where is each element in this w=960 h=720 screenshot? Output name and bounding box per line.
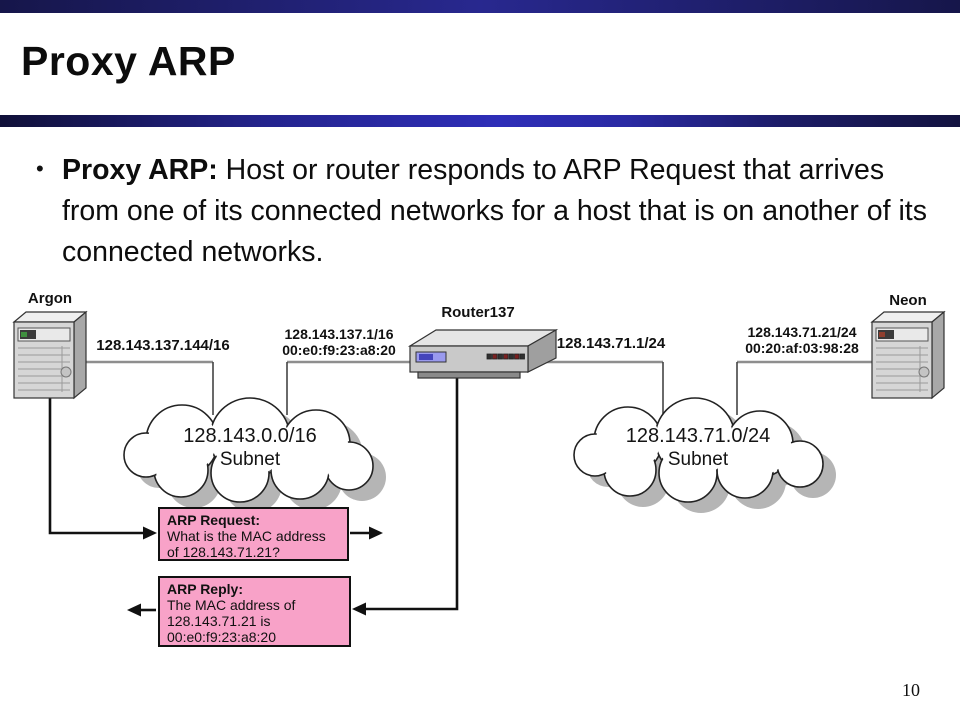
router-left-ip: 128.143.137.1/16 [284, 326, 394, 342]
argon-host-label: Argon [27, 290, 73, 307]
bullet-dot: • [36, 156, 44, 181]
arp-request-title: ARP Request: [167, 512, 261, 528]
arrowheads [127, 526, 383, 617]
bullet-body-text: Host or router responds to ARP Request t… [62, 154, 927, 268]
arp-reply-line1: The MAC address of [167, 597, 296, 613]
neon-mac: 00:20:af:03:98:28 [745, 340, 859, 356]
neon-host-label: Neon [889, 292, 927, 309]
top-accent-bar [0, 0, 960, 13]
page-number: 10 [902, 680, 920, 700]
arp-flow-lines [48, 378, 459, 612]
neon-ip: 128.143.71.21/24 [747, 324, 857, 340]
arp-request-line2: of 128.143.71.21? [167, 544, 280, 560]
router-right-interface-label: 128.143.71.1/24 [556, 335, 666, 352]
router-left-mac: 00:e0:f9:23:a8:20 [282, 342, 396, 358]
arp-reply-line2: 128.143.71.21 is [167, 613, 271, 629]
arp-reply-title: ARP Reply: [167, 581, 243, 597]
router-name-label: Router137 [441, 304, 515, 321]
neon-server-icon [870, 310, 946, 400]
right-subnet-prefix: 128.143.71.0/24 [625, 425, 771, 447]
title-divider-rule [0, 115, 960, 127]
right-subnet-word: Subnet [667, 449, 729, 470]
argon-server-icon [12, 310, 88, 400]
arrow-out-of-request-icon [369, 526, 383, 540]
bullet-paragraph: Proxy ARP: Host or router responds to AR… [62, 150, 930, 273]
left-subnet-prefix: 128.143.0.0/16 [183, 425, 317, 447]
left-cloud-fill [126, 400, 371, 500]
left-subnet-word: Subnet [219, 449, 281, 470]
arrow-into-request-icon [143, 526, 157, 540]
arp-request-line1: What is the MAC address [167, 528, 326, 544]
arrow-out-of-reply-icon [127, 603, 141, 617]
page-title: Proxy ARP [21, 38, 236, 84]
arrow-into-reply-icon [352, 602, 366, 616]
argon-interface-address-label: 128.143.137.144/16 [96, 337, 230, 354]
arp-reply-line3: 00:e0:f9:23:a8:20 [167, 629, 276, 645]
router137-icon [407, 328, 559, 379]
right-cloud-fill [576, 400, 821, 500]
cloud-connector-lines [212, 362, 738, 415]
bullet-lead-bold: Proxy ARP: [62, 154, 218, 186]
